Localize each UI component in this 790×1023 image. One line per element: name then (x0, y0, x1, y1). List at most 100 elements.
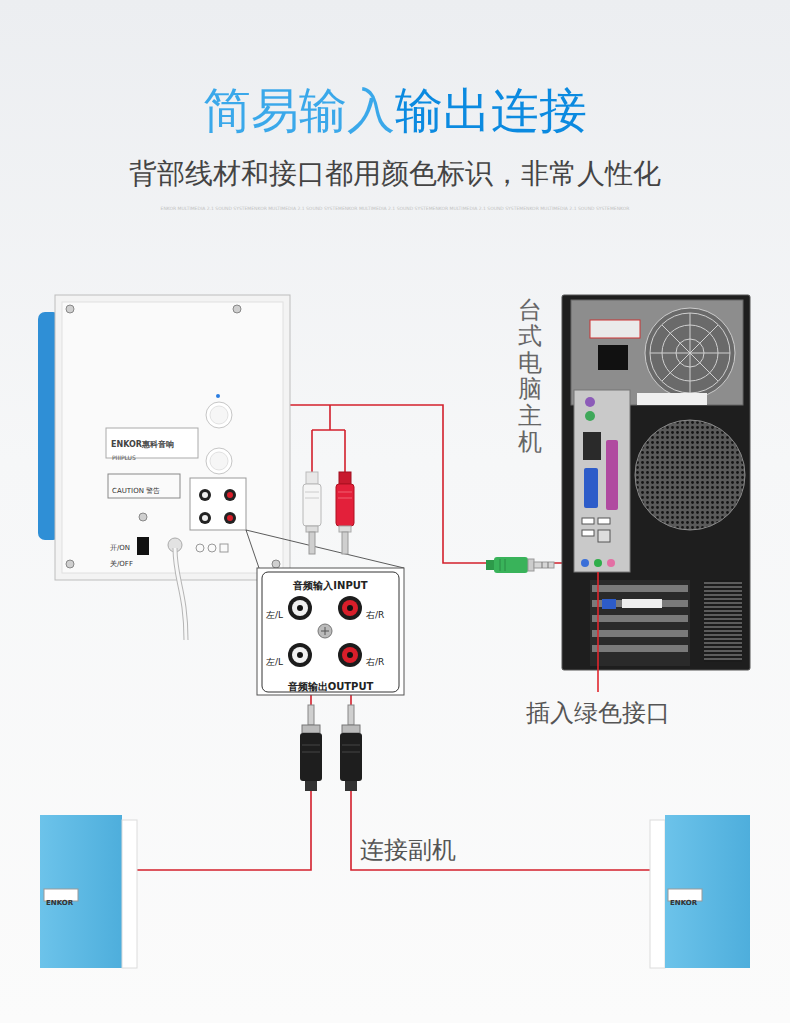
computer-back (584, 468, 598, 508)
screw (233, 305, 241, 313)
jack-plug (500, 559, 501, 571)
text-wrap: 关/OFF (110, 551, 133, 570)
rca-jack (297, 652, 303, 658)
computer-back (592, 645, 688, 652)
power-switch (137, 537, 149, 555)
jack-panel (227, 492, 233, 498)
inset-panel (262, 572, 399, 692)
text-wrap: ENKOR (46, 890, 73, 909)
brand-plate (106, 428, 198, 458)
caution-box (108, 474, 180, 498)
label-wrap: 插入绿色接口 (480, 699, 716, 728)
text-wrap: 左/L (266, 603, 283, 622)
rca-plug (306, 526, 318, 532)
rca-jack (338, 643, 362, 667)
computer-back (602, 599, 616, 609)
jack-panel (202, 515, 208, 521)
jack-plug (494, 557, 528, 573)
computer-back (645, 308, 735, 398)
computer-back (581, 559, 589, 567)
rca-plug (339, 472, 351, 484)
rca-plug (305, 492, 319, 493)
jack-panel (190, 478, 246, 530)
text-wrap: PIIIPLUS (112, 445, 136, 464)
satellite-speaker (40, 815, 750, 968)
label-wrap: ENKOR MULTIMEDIA 2.1 SOUND SYSTEMENKOR M… (0, 195, 790, 214)
leader-line (597, 572, 599, 692)
text-wrap: 左/L (266, 650, 283, 669)
port-heading: 音频输入INPUT (293, 580, 367, 592)
zoom-line (246, 530, 404, 568)
brand-tag: ENKOR (670, 899, 697, 907)
rca-plug (336, 484, 354, 526)
switch-label: 开/ON (110, 544, 130, 552)
rca-jack (347, 605, 353, 611)
switch-label: 关/OFF (110, 560, 133, 568)
rca-jack (338, 596, 362, 620)
power-cable (168, 538, 186, 640)
inset-panel (257, 568, 404, 695)
edge-label: 连接副机 (360, 836, 456, 865)
rca-plug (342, 532, 348, 554)
computer-back (594, 559, 602, 567)
computer-back (598, 530, 610, 542)
computer-back (582, 530, 594, 536)
rca-plug (303, 484, 321, 526)
rca-plug (306, 472, 318, 484)
knob (206, 394, 232, 474)
knob (206, 402, 232, 428)
rca-plug (340, 733, 362, 781)
computer-back (622, 599, 662, 608)
rca-jack (292, 600, 308, 616)
rca-plug (338, 498, 352, 499)
title-wrap: 简易输入输出连接 (0, 82, 790, 140)
jack-panel (199, 489, 211, 501)
power-cable (175, 548, 186, 640)
computer-back (607, 559, 615, 567)
channel-label: 右/R (366, 657, 384, 668)
cert-mark (220, 544, 228, 552)
rca-plug (303, 405, 354, 554)
computer-back (571, 300, 743, 405)
computer-back (592, 615, 688, 622)
computer-back (592, 630, 688, 637)
cert-mark (196, 544, 228, 552)
computer-back (650, 313, 730, 393)
vertical-heading: 台式电脑主机 (518, 297, 542, 455)
brand-tag: ENKOR (46, 899, 73, 907)
jack-plug (505, 559, 506, 571)
rca-plug (345, 781, 357, 791)
rca-plug (305, 781, 317, 791)
channel-label: 右/R (366, 610, 384, 621)
computer-back (582, 518, 594, 524)
computer-back (637, 393, 707, 405)
callout-text: 插入绿色接口 (526, 699, 670, 728)
rca-jack (288, 596, 362, 667)
text-wrap: 右/R (366, 650, 384, 669)
computer-back (590, 320, 640, 338)
jack-plug (486, 560, 494, 570)
rca-jack (297, 605, 303, 611)
subwoofer-back (55, 295, 290, 580)
zoom-line (246, 530, 259, 568)
jack-panel (227, 515, 233, 521)
screw (272, 560, 280, 568)
rca-jack (288, 643, 312, 667)
rca-plug (338, 492, 352, 493)
rca-plug (348, 705, 354, 725)
satellite-speaker (650, 820, 665, 968)
inset-panel (318, 624, 332, 638)
subwoofer-panel: ENKOR惠科音响PIIIPLUSCAUTION 警告开/ON关/OFF (55, 295, 290, 580)
text-wrap: CAUTION 警告 (112, 478, 160, 497)
cable-line (137, 695, 311, 870)
jack-panel (199, 512, 211, 524)
rca-plug (312, 405, 345, 472)
computer-back (583, 432, 601, 460)
satellite-speaker (122, 820, 137, 968)
inset-panel (257, 568, 404, 695)
computer-back (590, 580, 690, 666)
computer-back (598, 518, 610, 524)
rca-jack (288, 596, 312, 620)
computer-back (635, 420, 745, 530)
screw (139, 513, 147, 521)
